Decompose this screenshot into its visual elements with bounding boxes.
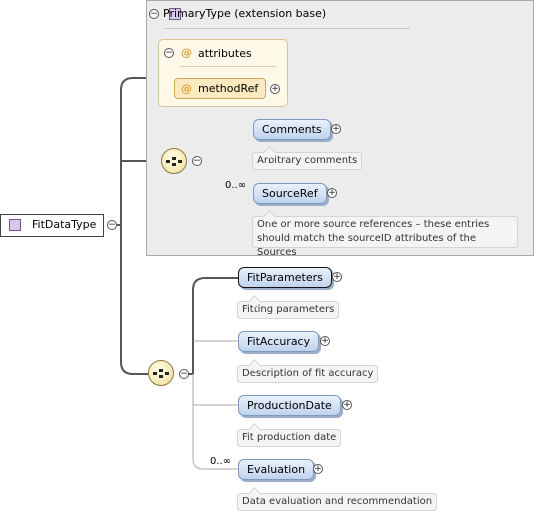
sourceref-occurrence: 0..∞: [225, 180, 247, 191]
attribute-methodref[interactable]: [174, 78, 266, 99]
element-comments[interactable]: Comments: [253, 119, 331, 140]
fitaccuracy-documentation: Description of fit accuracy: [237, 365, 379, 383]
evaluation-expand-toggle[interactable]: +: [313, 464, 323, 474]
root-type-node[interactable]: [0, 214, 104, 237]
attributes-collapse-toggle[interactable]: −: [164, 48, 174, 58]
fitparameters-expand-toggle[interactable]: +: [332, 272, 342, 282]
root-collapse-toggle[interactable]: −: [107, 220, 117, 230]
fitaccuracy-expand-toggle[interactable]: +: [320, 336, 330, 346]
root-type-label: FitDataType: [32, 218, 97, 231]
fitparameters-documentation: Fitting parameters: [237, 301, 340, 319]
element-fitaccuracy[interactable]: FitAccuracy: [238, 331, 320, 352]
sourceref-doc-line-1: One or more source references – these en…: [257, 219, 490, 230]
sourceref-expand-toggle[interactable]: +: [327, 188, 337, 198]
sequence-compositor-icon[interactable]: [161, 148, 187, 174]
element-productiondate[interactable]: ProductionDate: [238, 395, 341, 416]
element-evaluation[interactable]: Evaluation: [238, 459, 315, 480]
sequence-glyph-icon: [166, 157, 182, 166]
comments-expand-toggle[interactable]: +: [331, 124, 341, 134]
sequence-collapse-toggle[interactable]: −: [192, 156, 202, 166]
extension-collapse-toggle[interactable]: −: [149, 9, 159, 19]
productiondate-documentation: Fit production date: [237, 429, 342, 447]
extension-title: PrimaryType (extension base): [163, 7, 327, 20]
attributes-label: attributes: [198, 47, 252, 60]
type-icon: [169, 8, 181, 20]
element-sourceref[interactable]: SourceRef: [253, 183, 327, 204]
attributes-divider: [180, 66, 276, 67]
sourceref-documentation: One or more source references – these en…: [252, 216, 518, 258]
attribute-icon: @: [181, 82, 192, 95]
productiondate-expand-toggle[interactable]: +: [342, 400, 352, 410]
type-icon: [9, 219, 21, 231]
sourceref-doc-line-2: should match the sourceID attributes of …: [257, 233, 476, 258]
attribute-icon: @: [181, 46, 192, 59]
extension-divider: [164, 28, 410, 29]
comments-documentation: Arbitrary comments: [252, 152, 363, 170]
evaluation-occurrence: 0..∞: [210, 456, 232, 467]
element-fitparameters[interactable]: FitParameters: [238, 267, 332, 288]
methodref-expand-toggle[interactable]: +: [270, 84, 280, 94]
attribute-methodref-label: methodRef: [198, 82, 259, 95]
sequence-collapse-toggle[interactable]: −: [179, 369, 189, 379]
evaluation-documentation: Data evaluation and recommendation: [237, 493, 438, 511]
sequence-compositor-icon[interactable]: [148, 360, 174, 386]
sequence-glyph-icon: [153, 369, 169, 378]
